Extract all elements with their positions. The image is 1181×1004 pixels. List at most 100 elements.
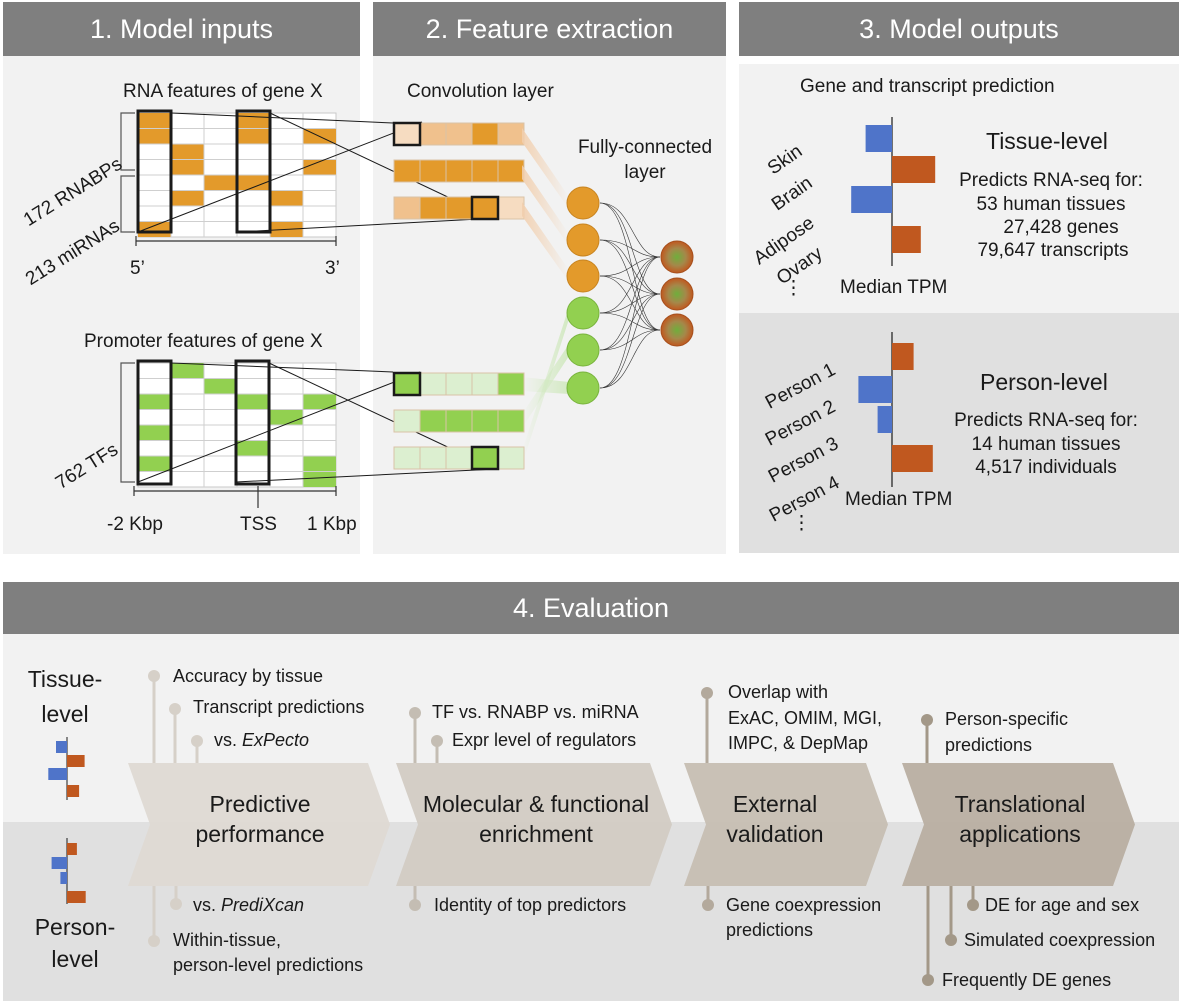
eval-gene-coexpression-2: predictions	[726, 920, 814, 940]
mini-tissue-chart-bar	[67, 785, 80, 797]
conv-rna-1-cell	[471, 122, 499, 146]
eval-de-age-sex: DE for age and sex	[985, 895, 1140, 915]
eval-within-tissue-2: person-level predictions	[173, 955, 364, 975]
eval-overlap-with: Overlap with	[728, 682, 829, 702]
rna-axis-3prime: 3’	[325, 258, 340, 279]
eval-dot	[409, 899, 421, 911]
eval-person-label-2: level	[51, 946, 99, 972]
conv-prom-2-cell	[419, 409, 447, 433]
eval-dot	[945, 934, 957, 946]
fc-input-node	[566, 371, 600, 405]
person-chart-bar	[858, 376, 892, 403]
conv-prom-2-cell	[393, 409, 421, 433]
fc-output-node	[660, 240, 694, 274]
conv-rna-1-cell	[419, 122, 447, 146]
conv-prom-2-cell	[445, 409, 473, 433]
promoter-map-line	[137, 371, 421, 483]
conv-rna-2-cell	[393, 159, 421, 183]
eval-overlap-dbs-2: IMPC, & DepMap	[728, 733, 869, 753]
rna-cell	[237, 175, 270, 191]
eval-accuracy-by-tissue: Accuracy by tissue	[173, 666, 324, 686]
promoter-cell	[138, 456, 171, 472]
rna-cell	[171, 159, 204, 175]
person-chart-bar	[892, 343, 914, 370]
rna-cell	[171, 144, 204, 160]
fc-output-node	[660, 277, 694, 311]
stage-chevron	[128, 763, 390, 886]
promoter-cell	[270, 409, 303, 425]
eval-dot	[409, 707, 421, 719]
rna-cell	[303, 159, 336, 175]
eval-simulated-coexpression: Simulated coexpression	[964, 930, 1156, 950]
eval-tf-rnabp-mirna: TF vs. RNABP vs. miRNA	[432, 702, 639, 722]
promoter-cell	[303, 456, 336, 472]
stage-translational-applications: Translational applications	[920, 789, 1120, 849]
conv-prom-3-cell	[393, 446, 421, 470]
fc-edge	[599, 202, 661, 258]
eval-dot	[431, 735, 443, 747]
mirna-bracket	[120, 175, 135, 233]
promoter-features-title: Promoter features of gene X	[84, 331, 323, 352]
tissue-level-title: Tissue-level	[986, 128, 1108, 154]
fc-edge	[599, 329, 661, 389]
eval-vs-predixcan-prefix: vs.	[193, 895, 222, 915]
promoter-cell	[138, 425, 171, 441]
stage-chevron	[396, 763, 672, 886]
mini-tissue-chart-bar	[56, 741, 67, 753]
stage-3-line-2: validation	[726, 821, 824, 847]
stage-2-line-1: Molecular & functional	[422, 791, 650, 817]
stage-2-line-2: enrichment	[479, 821, 593, 847]
tissue-count-genes: 27,428 genes	[1003, 217, 1119, 238]
rna-window-right	[235, 109, 272, 234]
conv-rna-1-cell	[393, 122, 421, 146]
stage-molecular-enrichment: Molecular & functional enrichment	[405, 789, 667, 849]
conv-prom-3-cell	[497, 446, 525, 470]
header-feature-extraction: 2. Feature extraction	[373, 2, 726, 56]
eval-person-specific: Person-specific	[945, 709, 1069, 729]
stage-predictive-performance: Predictive performance	[160, 789, 360, 849]
eval-dot	[701, 687, 713, 699]
conv-prom-3-cell	[419, 446, 447, 470]
eval-dot	[191, 735, 203, 747]
rna-cell	[204, 175, 237, 191]
eval-transcript-predictions: Transcript predictions	[193, 697, 365, 717]
conv-cone-green	[522, 307, 569, 465]
rna-map-line	[170, 112, 394, 124]
conv-rna-2-cell	[497, 159, 525, 183]
person-axis-label: Median TPM	[845, 489, 953, 510]
panel-tissue-output	[739, 64, 1179, 313]
stage-4-line-2: applications	[959, 821, 1081, 847]
person-predicts-label: Predicts RNA-seq for:	[954, 410, 1138, 431]
stage-external-validation: External validation	[700, 789, 850, 849]
outputs-subtitle: Gene and transcript prediction	[800, 76, 1055, 97]
rna-window-left	[136, 109, 173, 234]
rna-features-title: RNA features of gene X	[123, 81, 323, 102]
fc-edge	[599, 293, 661, 351]
conv-rna-3-cell	[419, 196, 447, 220]
stage-1-line-1: Predictive	[209, 791, 311, 817]
mini-tissue-chart-bar	[48, 768, 67, 780]
tissue-count-tissues: 53 human tissues	[976, 194, 1126, 215]
fc-edge	[599, 239, 661, 331]
eval-vs-expecto-prefix: vs.	[214, 730, 243, 750]
person-level-title: Person-level	[980, 369, 1108, 395]
promoter-map-line	[170, 362, 394, 373]
header-model-inputs: 1. Model inputs	[3, 2, 360, 56]
tissue-chart-bar	[851, 186, 892, 213]
eval-overlap-dbs-1: ExAC, OMIM, MGI,	[728, 708, 883, 728]
eval-dot	[170, 898, 182, 910]
promoter-map-line	[268, 362, 472, 459]
fc-input-node	[566, 296, 600, 330]
eval-dot	[921, 714, 933, 726]
panel-person-output	[739, 313, 1179, 553]
conv-prom-1-cell	[445, 372, 473, 396]
rna-cell	[237, 113, 270, 129]
eval-tissue-label-1: Tissue-	[27, 666, 103, 692]
tissue-ellipsis: ⋮	[784, 278, 803, 299]
conv-rna-3-cell	[393, 196, 421, 220]
eval-person-specific-2: predictions	[945, 735, 1033, 755]
promoter-window-right	[234, 359, 271, 486]
eval-dot	[148, 935, 160, 947]
conv-cone-orange	[522, 202, 569, 282]
tissue-predicts-label: Predicts RNA-seq for:	[959, 170, 1143, 191]
